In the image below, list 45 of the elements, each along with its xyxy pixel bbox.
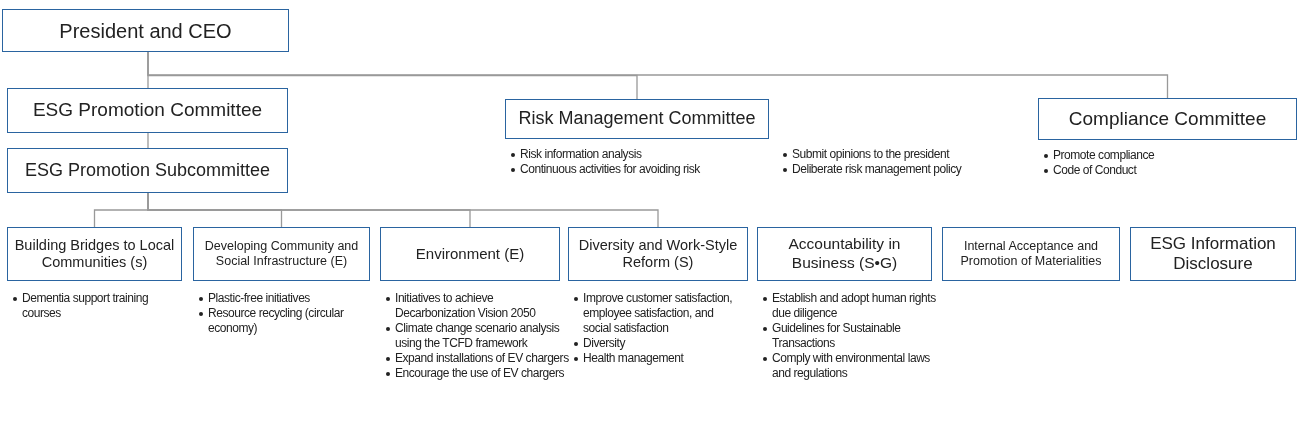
bullet-text: Diversity (583, 336, 625, 350)
committee-box (568, 227, 748, 281)
connector-line (147, 132, 149, 149)
bullet-text: Resource recycling (circular economy) (208, 306, 344, 335)
committee-box (1130, 227, 1296, 281)
bullet-text: Expand installations of EV chargers (395, 351, 569, 365)
node-label: Compliance Committee (1068, 107, 1267, 131)
bullet-text: Dementia support training courses (22, 291, 149, 320)
bullet-text: Code of Conduct (1053, 163, 1137, 177)
bullet-text: Establish and adopt human rights due diligence (772, 291, 936, 320)
bullet-text: Health management (583, 351, 684, 365)
node-label: Risk Management Committee (518, 108, 756, 130)
node-label: Internal Acceptance and Promotion of Materialities (959, 239, 1103, 269)
committee-box (7, 88, 288, 133)
node-label: Environment (E) (415, 245, 525, 263)
committee-box (7, 227, 182, 281)
bullet-text: Comply with environmental laws and regulations (772, 351, 930, 380)
node-label: ESG Information Disclosure (1149, 233, 1277, 275)
bullet-text: Improve customer satisfaction, employee satisfaction, and social satisfaction (583, 291, 733, 335)
bullet-text: Deliberate risk management policy (792, 162, 962, 176)
node-label: Building Bridges to Local Communities (s) (13, 236, 176, 272)
committee-box (380, 227, 560, 281)
bullet-text: Promote compliance (1053, 148, 1155, 162)
committee-box (942, 227, 1120, 281)
node-label: Accountability in Business (S•G) (787, 235, 902, 273)
node-label: President and CEO (59, 18, 232, 43)
committee-box (757, 227, 932, 281)
bullet-text: Submit opinions to the president (792, 147, 950, 161)
bullet-text: Encourage the use of EV chargers (395, 366, 565, 380)
connector-line (147, 51, 1169, 99)
executive-box (2, 9, 289, 52)
node-label: Developing Community and Social Infrastructure (E) (203, 239, 360, 269)
committee-box (505, 99, 769, 139)
bullet-text: Risk information analysis (520, 147, 642, 161)
node-label: Diversity and Work-Style Reform (S) (577, 236, 739, 272)
node-label: ESG Promotion Committee (32, 99, 263, 122)
committee-box (193, 227, 370, 281)
bullet-text: Continuous activities for avoiding risk (520, 162, 700, 176)
bullet-text: Plastic-free initiatives (208, 291, 310, 305)
committee-box (1038, 98, 1297, 140)
committee-box (7, 148, 288, 193)
node-label: ESG Promotion Subcommittee (24, 159, 271, 182)
bullet-text: Initiatives to achieve Decarbonization Vision 2050 (395, 291, 536, 320)
bullet-text: Climate change scenario analysis using the TCFD framework (395, 321, 560, 350)
bullet-text: Guidelines for Sustainable Transactions (772, 321, 901, 350)
